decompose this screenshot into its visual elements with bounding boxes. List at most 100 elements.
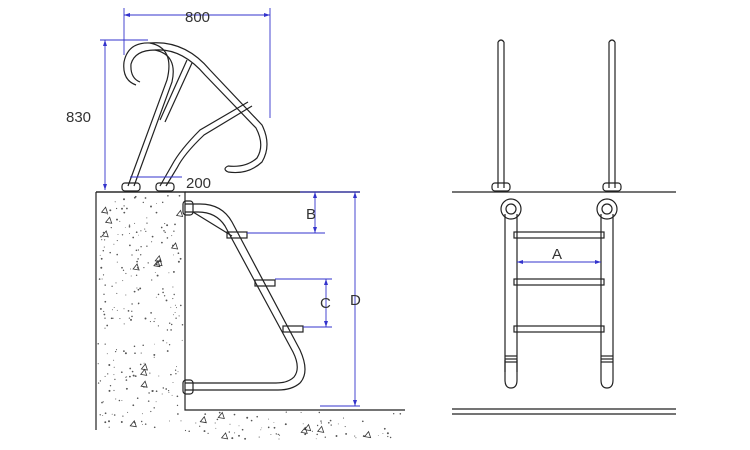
concrete-speckle: [361, 420, 364, 423]
concrete-speckle: [175, 307, 178, 309]
dimension-200: 200: [130, 175, 211, 192]
concrete-speckle: [355, 437, 357, 439]
concrete-speckle: [150, 312, 152, 314]
concrete-speckle: [175, 373, 177, 375]
concrete-speckle: [177, 260, 180, 263]
concrete-speckle: [122, 415, 124, 417]
concrete-speckle: [344, 426, 346, 428]
concrete-speckle: [168, 420, 170, 422]
concrete-aggregate: [300, 426, 308, 434]
concrete-speckle: [114, 350, 117, 353]
concrete-speckle: [320, 420, 322, 422]
concrete-speckle: [330, 424, 332, 426]
concrete-speckle: [155, 296, 157, 298]
concrete-speckle: [261, 427, 263, 429]
concrete-speckle: [114, 378, 116, 381]
concrete-speckle: [335, 435, 338, 437]
concrete-speckle: [140, 246, 142, 248]
concrete-speckle: [129, 244, 131, 247]
concrete-speckle: [116, 309, 118, 311]
concrete-speckle: [171, 235, 173, 237]
concrete-speckle: [174, 312, 176, 313]
concrete-speckle: [103, 239, 106, 241]
tread-1: [513, 231, 605, 239]
concrete-speckle: [116, 218, 118, 221]
concrete-speckle: [127, 310, 130, 312]
concrete-speckle: [354, 435, 356, 437]
concrete-speckle: [133, 345, 136, 348]
concrete-speckle: [377, 435, 379, 436]
concrete-speckle: [153, 426, 156, 429]
concrete-speckle: [176, 404, 179, 407]
concrete-speckle: [124, 226, 126, 228]
concrete-speckle: [150, 205, 152, 208]
concrete-speckle: [115, 282, 117, 284]
dim-label-B: B: [306, 206, 316, 223]
concrete-speckle: [102, 249, 105, 252]
concrete-speckle: [267, 426, 270, 429]
concrete-speckle: [386, 432, 389, 435]
concrete-aggregate: [155, 258, 163, 267]
concrete-aggregate: [199, 415, 207, 424]
dimension-800: 800: [123, 8, 271, 118]
concrete-speckle: [148, 392, 150, 394]
concrete-speckle: [316, 424, 319, 427]
concrete-speckle: [131, 254, 133, 256]
concrete-speckle: [104, 317, 106, 319]
concrete-speckle: [164, 223, 166, 225]
concrete-speckle: [172, 286, 174, 288]
concrete-speckle: [106, 353, 108, 355]
concrete-speckle: [151, 279, 153, 281]
concrete-speckle: [170, 323, 173, 326]
concrete-aggregate: [217, 411, 225, 420]
concrete-speckle: [126, 376, 128, 378]
concrete-speckle: [315, 438, 317, 440]
concrete-speckle: [177, 371, 179, 373]
concrete-speckle: [115, 398, 117, 400]
concrete-speckle: [111, 413, 113, 415]
concrete-speckle: [121, 266, 123, 269]
concrete-speckle: [181, 323, 184, 326]
concrete-speckle: [153, 356, 155, 358]
concrete-speckle: [273, 426, 276, 429]
concrete-speckle: [131, 303, 133, 305]
concrete-speckle: [136, 287, 138, 289]
concrete-speckle: [153, 353, 156, 356]
concrete-speckle: [114, 201, 116, 203]
concrete-speckle: [144, 228, 146, 230]
concrete-speckle: [97, 382, 100, 384]
concrete-aggregate: [101, 230, 109, 238]
concrete-speckle: [275, 433, 277, 435]
concrete-speckle: [104, 421, 107, 424]
concrete-speckle: [154, 318, 156, 320]
concrete-speckle: [174, 304, 176, 306]
concrete-speckle: [104, 300, 107, 303]
concrete-speckle: [180, 420, 182, 422]
concrete-speckle: [103, 293, 105, 296]
concrete-speckle: [129, 367, 132, 370]
concrete-speckle: [327, 421, 330, 424]
concrete-speckle: [337, 423, 339, 425]
concrete-speckle: [146, 217, 148, 219]
concrete-speckle: [318, 411, 321, 414]
concrete-speckle: [170, 306, 172, 308]
concrete-speckle: [123, 198, 125, 201]
concrete-speckle: [128, 224, 131, 226]
concrete-speckle: [140, 420, 143, 423]
concrete-speckle: [98, 278, 101, 280]
dim-label-C: C: [320, 295, 331, 312]
concrete-speckle: [184, 429, 187, 432]
concrete-speckle: [125, 376, 127, 378]
concrete-speckle: [134, 352, 136, 354]
concrete-speckle: [109, 209, 112, 212]
concrete-speckle: [110, 226, 112, 229]
ladder-in-pool: [182, 200, 306, 395]
concrete-speckle: [102, 401, 104, 403]
tread-3: [513, 325, 605, 333]
concrete-speckle: [111, 309, 113, 311]
concrete-speckle: [104, 284, 106, 286]
concrete-speckle: [137, 288, 140, 291]
concrete-speckle: [138, 234, 140, 236]
concrete-speckle: [277, 433, 279, 436]
